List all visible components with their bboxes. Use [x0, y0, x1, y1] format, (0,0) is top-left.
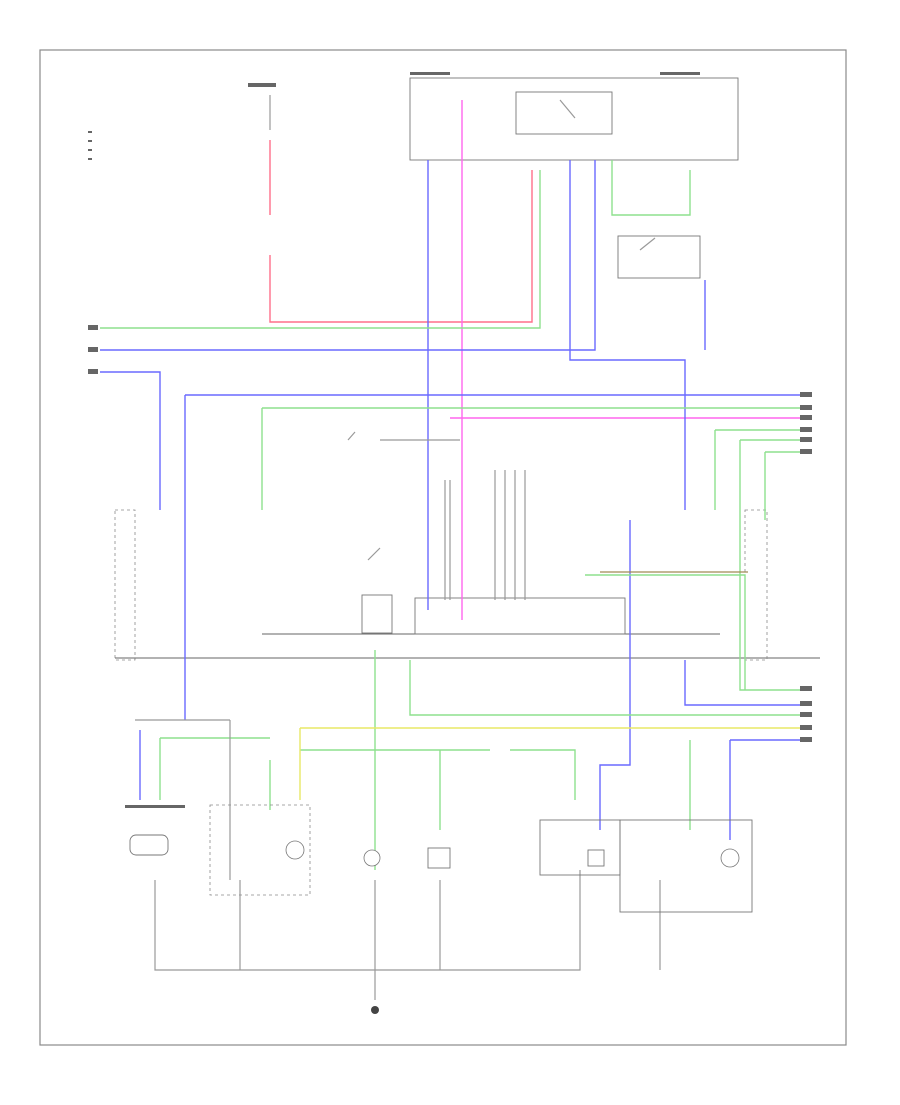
wire-green-junction	[585, 574, 746, 690]
ground-icon	[371, 1006, 379, 1014]
wire-blue-right-down	[599, 520, 631, 830]
ground	[371, 1006, 379, 1014]
wire-red-1	[269, 140, 533, 323]
wire-green-right-3	[764, 451, 812, 520]
wire-gray-ground-bus	[154, 870, 581, 971]
right-rear-lamp	[539, 819, 753, 913]
left-front-lamp	[209, 804, 311, 896]
wire-green-bus	[261, 407, 812, 510]
wire-yellow	[299, 727, 812, 800]
license-lamp-bulb-icon-2	[427, 847, 451, 869]
fuse-top	[248, 83, 276, 130]
wire-green-right-1	[714, 429, 812, 510]
left-dashed-bracket	[114, 509, 136, 661]
wire-green-lr	[159, 737, 270, 800]
combination-switch	[347, 431, 393, 634]
wire-blue-top	[100, 160, 596, 351]
left-rear-lamp	[125, 805, 185, 856]
right-rear-bulb-icon	[720, 848, 740, 868]
wire-green-right-2	[739, 439, 812, 691]
license-lamp-bulb-icon-1	[363, 849, 381, 867]
wire-blue-mid	[569, 160, 686, 510]
left-connector-strip	[88, 325, 98, 374]
wire-blue-left	[100, 371, 161, 510]
right-connector-strip	[800, 392, 812, 742]
wire-blue-rr	[729, 739, 812, 840]
wire-gray-junction	[444, 470, 526, 600]
wire-green-stop	[611, 160, 691, 216]
junction-block	[115, 509, 820, 661]
wire-green-top	[100, 170, 541, 329]
left-front-bulb-icon	[285, 840, 305, 860]
wire-green-lower	[409, 660, 812, 716]
stop-lamp-switch	[617, 235, 701, 279]
license-lamps	[363, 847, 451, 869]
fuse-box-right	[409, 72, 739, 161]
legend	[88, 131, 92, 160]
diagram-frame	[39, 49, 847, 1046]
wire-blue-right-bus	[684, 660, 812, 706]
wire-gray-ground-drops	[239, 880, 661, 1000]
wire-green-stop-bus	[300, 749, 576, 800]
